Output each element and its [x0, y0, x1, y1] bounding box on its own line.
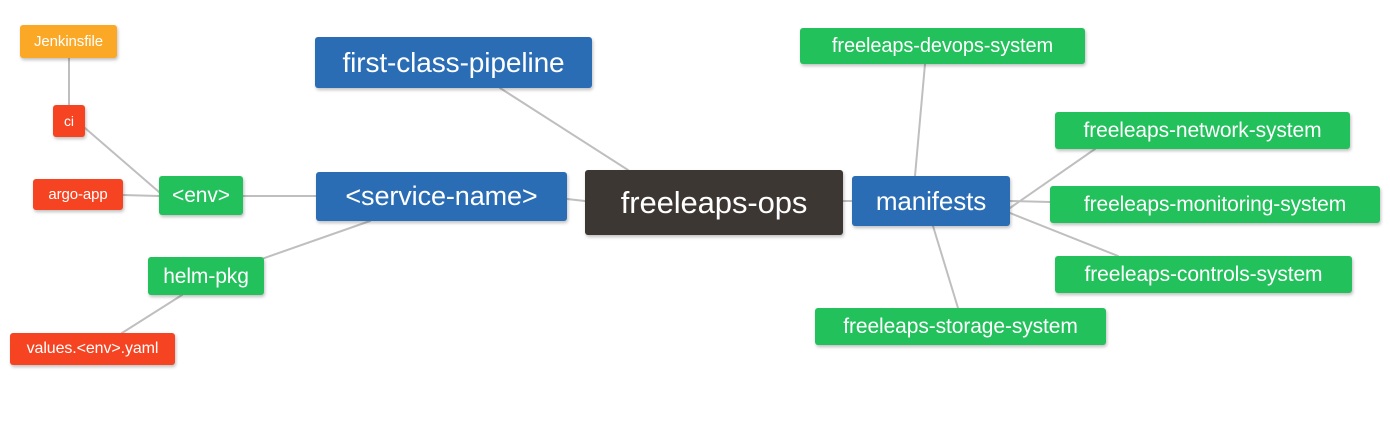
node-helm-pkg[interactable]: helm-pkg [148, 257, 264, 295]
node-label-helm-pkg: helm-pkg [163, 264, 249, 288]
node-label-freeleaps-controls-system: freeleaps-controls-system [1084, 263, 1323, 286]
node-label-service-name: <service-name> [345, 181, 538, 211]
node-label-freeleaps-monitoring-system: freeleaps-monitoring-system [1083, 193, 1347, 216]
node-label-env: <env> [172, 184, 230, 207]
node-label-manifests: manifests [875, 186, 987, 216]
node-label-argo-app: argo-app [48, 186, 108, 203]
node-jenkinsfile[interactable]: Jenkinsfile [20, 25, 117, 58]
node-service-name[interactable]: <service-name> [316, 172, 567, 221]
node-label-freeleaps-ops: freeleaps-ops [620, 185, 808, 220]
node-freeleaps-network-system[interactable]: freeleaps-network-system [1055, 112, 1350, 149]
node-freeleaps-monitoring-system[interactable]: freeleaps-monitoring-system [1050, 186, 1380, 223]
node-label-values-yaml: values.<env>.yaml [26, 340, 159, 357]
node-freeleaps-storage-system[interactable]: freeleaps-storage-system [815, 308, 1106, 345]
node-freeleaps-devops-system[interactable]: freeleaps-devops-system [800, 28, 1085, 64]
node-values-yaml[interactable]: values.<env>.yaml [10, 333, 175, 365]
node-label-first-class-pipeline: first-class-pipeline [342, 46, 565, 78]
node-manifests[interactable]: manifests [852, 176, 1010, 226]
node-label-jenkinsfile: Jenkinsfile [34, 33, 103, 50]
node-env[interactable]: <env> [159, 176, 243, 215]
node-freeleaps-ops[interactable]: freeleaps-ops [585, 170, 843, 235]
node-label-ci: ci [64, 113, 74, 129]
node-first-class-pipeline[interactable]: first-class-pipeline [315, 37, 592, 88]
node-argo-app[interactable]: argo-app [33, 179, 123, 210]
node-freeleaps-controls-system[interactable]: freeleaps-controls-system [1055, 256, 1352, 293]
node-label-freeleaps-storage-system: freeleaps-storage-system [843, 315, 1078, 338]
node-label-freeleaps-network-system: freeleaps-network-system [1083, 119, 1322, 142]
node-ci[interactable]: ci [53, 105, 85, 137]
node-label-freeleaps-devops-system: freeleaps-devops-system [831, 35, 1054, 57]
